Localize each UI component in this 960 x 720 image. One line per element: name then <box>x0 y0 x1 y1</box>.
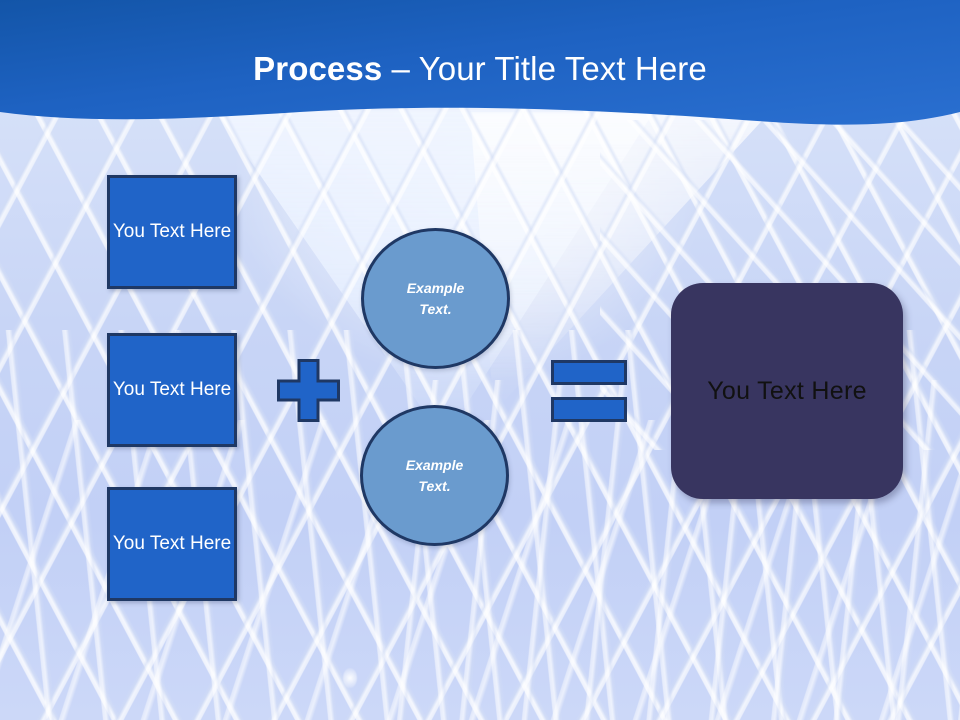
input-box-1-label: You Text Here <box>112 221 232 243</box>
equals-icon-bar-bottom <box>551 397 627 422</box>
result-box[interactable]: You Text Here <box>671 283 903 499</box>
plus-icon <box>277 359 340 422</box>
example-circle-1-label: Example Text. <box>407 278 465 320</box>
example-circle-2-label: Example Text. <box>406 455 464 497</box>
input-box-3-label: You Text Here <box>112 533 232 555</box>
example-circle-1-line2: Text. <box>419 300 452 317</box>
equals-icon-bar-top <box>551 360 627 385</box>
input-box-2-label: You Text Here <box>112 379 232 401</box>
input-box-3[interactable]: You Text Here <box>107 487 237 601</box>
lens-flare-highlight <box>343 668 357 688</box>
page-title: Process – Your Title Text Here <box>0 50 960 88</box>
example-circle-2-line1: Example <box>405 456 464 473</box>
page-title-rest: – Your Title Text Here <box>382 50 707 87</box>
page-title-strong: Process <box>253 50 383 87</box>
example-circle-2-line2: Text. <box>418 477 451 494</box>
example-circle-1-line1: Example <box>406 279 465 296</box>
input-box-1[interactable]: You Text Here <box>107 175 237 289</box>
example-circle-1[interactable]: Example Text. <box>361 228 510 369</box>
input-box-2[interactable]: You Text Here <box>107 333 237 447</box>
equals-icon <box>551 360 627 422</box>
title-banner <box>0 0 960 145</box>
example-circle-2[interactable]: Example Text. <box>360 405 509 546</box>
result-box-label: You Text Here <box>707 376 867 405</box>
